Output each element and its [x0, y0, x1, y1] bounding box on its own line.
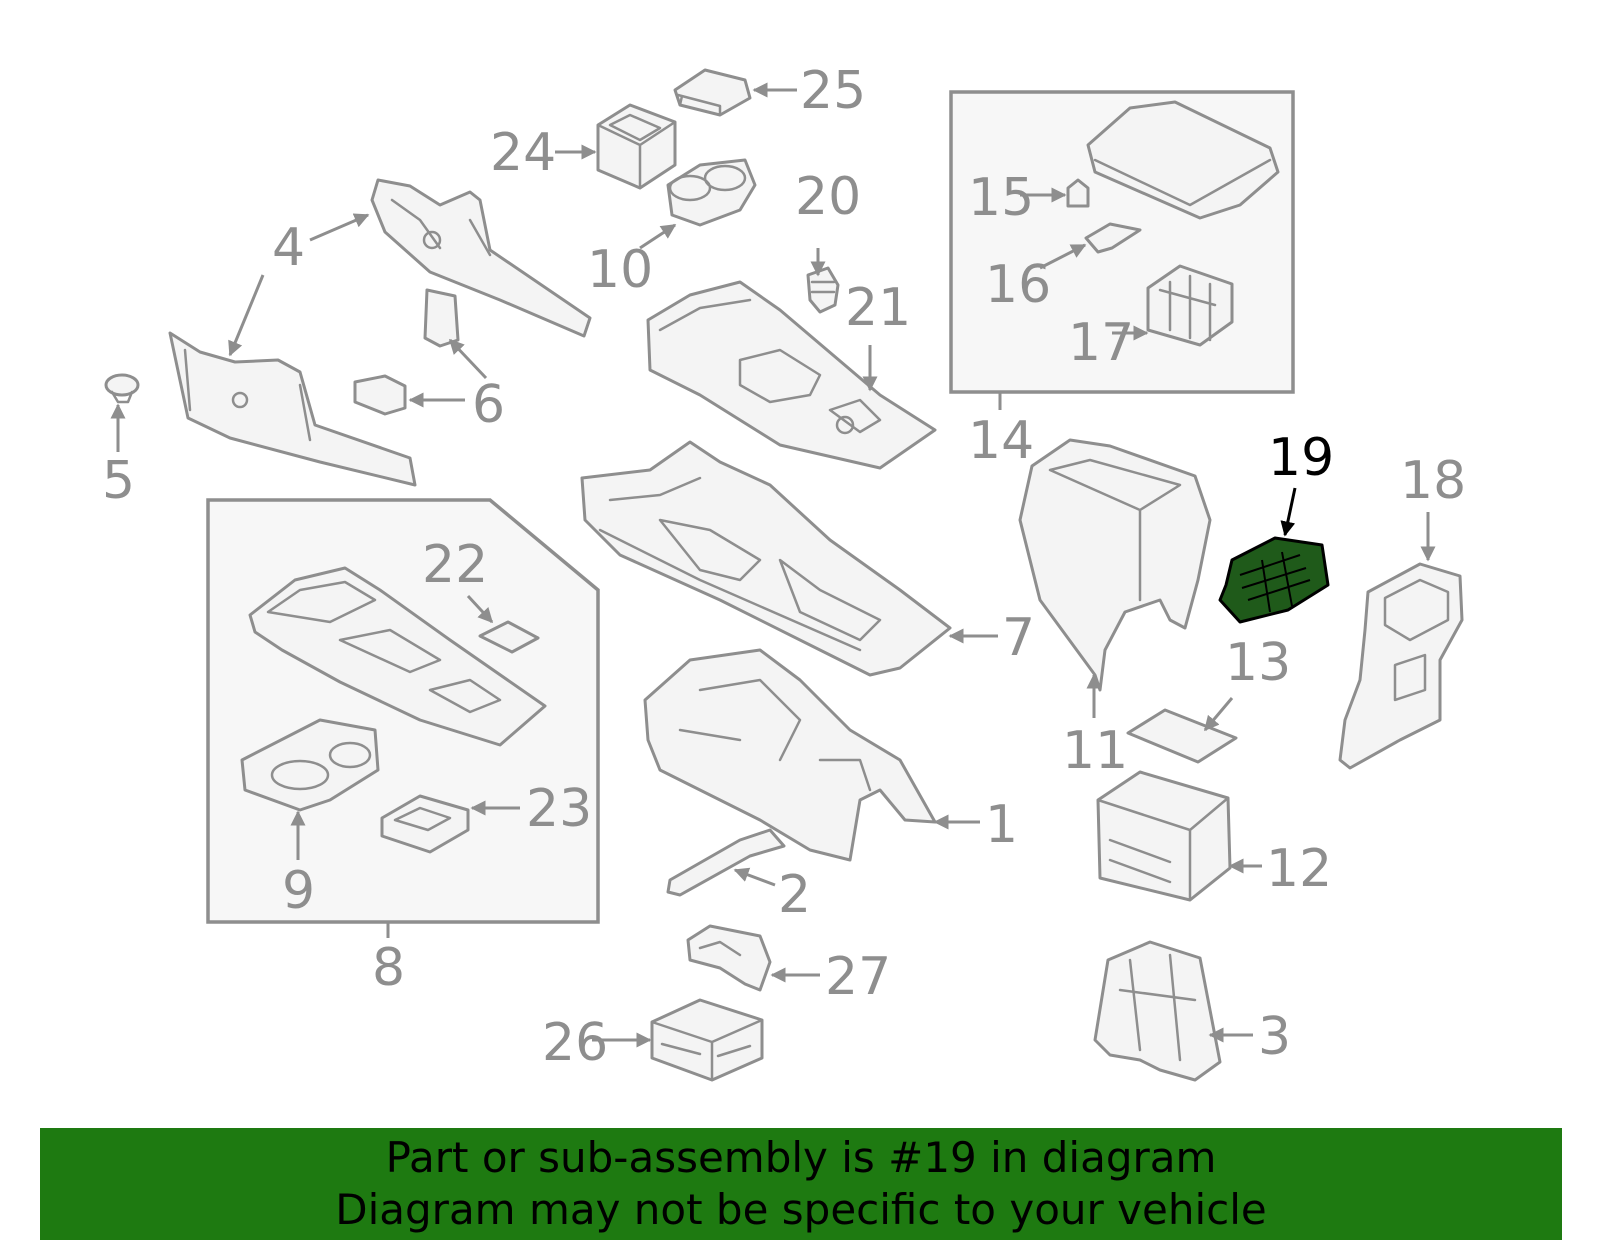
part-20-fastener	[806, 266, 840, 314]
banner-line-2: Diagram may not be specific to your vehi…	[335, 1185, 1267, 1234]
callout-13: 13	[1225, 633, 1291, 693]
callout-27: 27	[825, 947, 891, 1007]
part-7-console-frame	[580, 440, 952, 677]
callout-10: 10	[587, 240, 653, 300]
part-16-latch	[1084, 222, 1142, 254]
callout-21: 21	[845, 278, 911, 338]
part-24-switch	[596, 103, 677, 190]
part-5-clip	[104, 373, 140, 404]
callout-6: 6	[472, 375, 505, 435]
part-10-cupholder	[666, 158, 757, 227]
part-19-air-vent	[1218, 536, 1330, 624]
part-3-bracket	[1093, 940, 1222, 1082]
callout-16: 16	[985, 255, 1051, 315]
callout-7: 7	[1002, 608, 1035, 668]
part-14-armrest-lid	[1086, 100, 1280, 220]
callout-19: 19	[1268, 428, 1334, 488]
callout-20: 20	[795, 167, 861, 227]
callout-23: 23	[526, 779, 592, 839]
info-banner: Part or sub-assembly is #19 in diagram D…	[40, 1128, 1562, 1240]
callout-3: 3	[1258, 1007, 1291, 1067]
callout-24: 24	[490, 123, 556, 183]
callout-labels: 25 24 10 4 5 6 20 21 15 16 17 14 7 22 23…	[102, 61, 1466, 1073]
part-21-console-trim	[646, 280, 937, 470]
part-25-cap	[673, 68, 752, 117]
part-1-console-base	[643, 648, 937, 862]
part-22-insert	[478, 620, 540, 654]
callout-18: 18	[1400, 451, 1466, 511]
callout-14: 14	[968, 411, 1034, 471]
part-8-console-trim	[248, 566, 547, 747]
banner-line-1: Part or sub-assembly is #19 in diagram	[385, 1133, 1217, 1182]
part-4-trim-upper	[370, 178, 592, 338]
callout-26: 26	[542, 1013, 608, 1073]
part-23-switch	[380, 794, 470, 854]
callout-2: 2	[778, 865, 811, 925]
part-27-bracket	[686, 924, 772, 992]
part-18-rear-panel	[1338, 562, 1464, 770]
part-26-module	[650, 998, 764, 1082]
leader-lines	[110, 82, 1436, 1048]
part-12-box	[1096, 770, 1232, 902]
part-2-strip	[666, 828, 786, 897]
callout-12: 12	[1266, 839, 1332, 899]
part-4-trim-lower	[168, 331, 417, 487]
callout-15: 15	[968, 168, 1034, 228]
part-15-bumper	[1066, 178, 1090, 208]
callout-25: 25	[800, 61, 866, 121]
part-9-cupholder	[240, 718, 380, 812]
part-6-bracket	[353, 288, 460, 416]
callout-11: 11	[1062, 721, 1128, 781]
callout-1: 1	[985, 795, 1018, 855]
callout-5: 5	[102, 451, 135, 511]
callout-8: 8	[372, 938, 405, 998]
callout-17: 17	[1068, 313, 1134, 373]
part-11-storage-bin	[1018, 438, 1212, 692]
part-17-hinge	[1146, 264, 1234, 347]
callout-4: 4	[272, 218, 305, 278]
callout-22: 22	[422, 535, 488, 595]
callout-9: 9	[282, 861, 315, 921]
part-13-pad	[1126, 708, 1238, 764]
